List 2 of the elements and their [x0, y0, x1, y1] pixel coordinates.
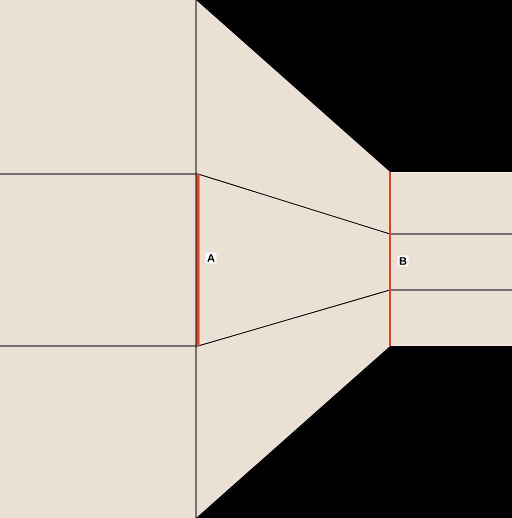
part-label: A [206, 252, 216, 264]
part-label: B [398, 256, 408, 266]
